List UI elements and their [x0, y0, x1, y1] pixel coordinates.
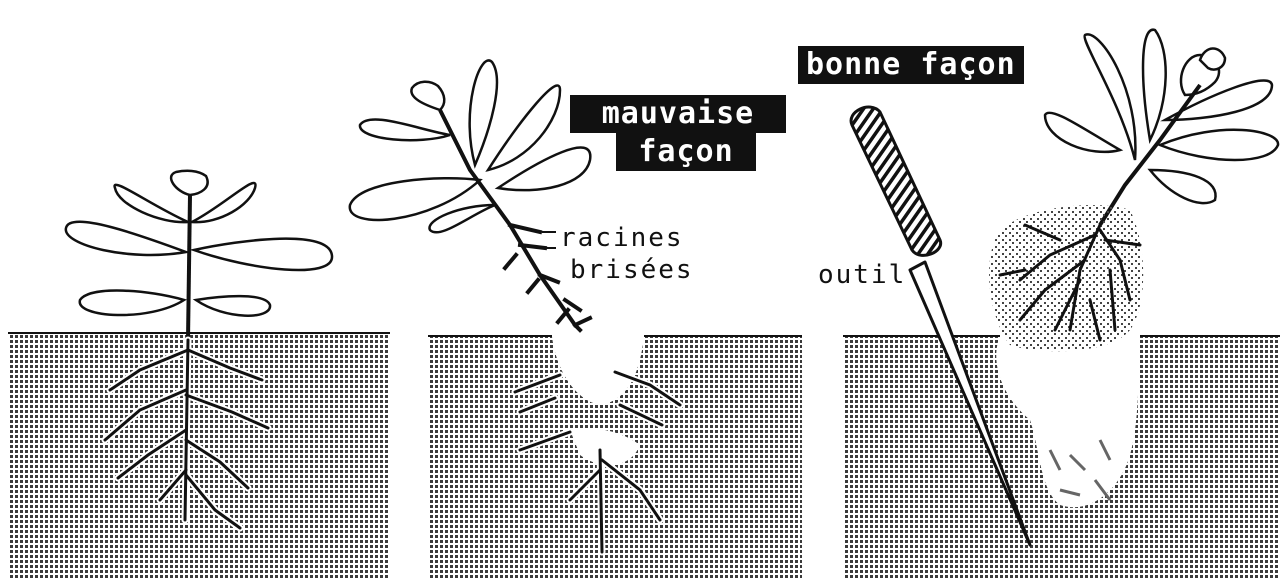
stem-1: [188, 195, 190, 340]
leaves-1: [66, 171, 332, 316]
broken-roots-label: racines brisées: [560, 225, 694, 283]
leaves-3: [1045, 30, 1278, 203]
panel-plant-in-soil: [8, 171, 390, 578]
wrong-way-label-line2: façon: [624, 137, 748, 167]
wrong-way-label: mauvaise: [570, 95, 786, 133]
soil-block-1: [8, 333, 390, 578]
tool-label-text: outil: [818, 260, 906, 290]
tool-label: outil: [818, 262, 906, 288]
root-ball-shading: [989, 205, 1143, 351]
broken-roots-line2: brisées: [570, 257, 694, 283]
panel-right-way: [843, 30, 1280, 578]
hole-speckles: [1050, 440, 1110, 500]
right-way-label-text: bonne façon: [806, 47, 1016, 82]
wrong-way-label-line1: mauvaise: [578, 99, 778, 129]
right-way-label: bonne façon: [798, 46, 1024, 84]
wrong-way-label-second: façon: [616, 133, 756, 171]
broken-roots-line1: racines: [560, 225, 694, 251]
soil-block-3: [843, 336, 1280, 578]
leaves-2: [350, 60, 591, 232]
